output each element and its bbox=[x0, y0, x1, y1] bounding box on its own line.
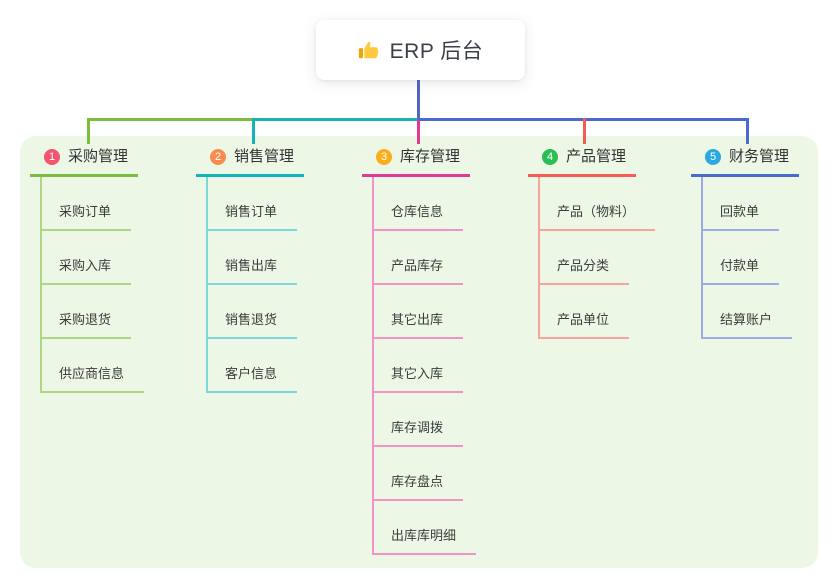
branch-sales-items: 销售订单 销售出库 销售退货 客户信息 bbox=[206, 177, 298, 393]
branch-label: 产品管理 bbox=[566, 148, 627, 165]
tree-node[interactable]: 其它入库 bbox=[374, 339, 464, 393]
branch-number-badge: 5 bbox=[705, 148, 721, 165]
tree-node-label: 结算账户 bbox=[720, 312, 773, 327]
connector-horizontal-branch-2 bbox=[253, 118, 418, 121]
tree-node[interactable]: 结算账户 bbox=[703, 285, 793, 339]
branch-inventory-items: 仓库信息 产品库存 其它出库 其它入库 库存调拨 库存盘点 出库库明细 bbox=[372, 177, 477, 555]
tree-node[interactable]: 产品单位 bbox=[540, 285, 630, 339]
tree-node-label: 其它入库 bbox=[391, 366, 444, 381]
tree-node[interactable]: 销售出库 bbox=[208, 231, 298, 285]
branch-label: 销售管理 bbox=[234, 148, 295, 165]
tree-node[interactable]: 其它出库 bbox=[374, 285, 464, 339]
connector-drop-branch-2 bbox=[252, 118, 255, 144]
tree-node[interactable]: 产品（物料） bbox=[540, 177, 656, 231]
tree-node[interactable]: 供应商信息 bbox=[42, 339, 145, 393]
tree-node-label: 回款单 bbox=[720, 204, 760, 219]
branch-label: 库存管理 bbox=[400, 148, 461, 165]
tree-node-label: 采购入库 bbox=[59, 258, 112, 273]
tree-node[interactable]: 仓库信息 bbox=[374, 177, 464, 231]
connector-drop-branch-4 bbox=[583, 118, 586, 144]
tree-node-label: 产品（物料） bbox=[557, 204, 636, 219]
tree-node[interactable]: 出库库明细 bbox=[374, 501, 477, 555]
tree-node-label: 产品分类 bbox=[557, 258, 610, 273]
connector-drop-branch-1 bbox=[87, 118, 90, 144]
branch-inventory-header[interactable]: 3 库存管理 bbox=[362, 146, 471, 177]
branch-finance: 5 财务管理 回款单 付款单 结算账户 bbox=[691, 146, 800, 339]
tree-node-label: 采购订单 bbox=[59, 204, 112, 219]
tree-node-label: 付款单 bbox=[720, 258, 760, 273]
tree-node-label: 供应商信息 bbox=[59, 366, 125, 381]
branch-purchase-header[interactable]: 1 采购管理 bbox=[30, 146, 139, 177]
branch-number-badge: 1 bbox=[44, 148, 60, 165]
tree-node-label: 产品库存 bbox=[391, 258, 444, 273]
tree-node-label: 库存盘点 bbox=[391, 474, 444, 489]
tree-node-label: 客户信息 bbox=[225, 366, 278, 381]
tree-node[interactable]: 产品库存 bbox=[374, 231, 464, 285]
branch-number-badge: 2 bbox=[210, 148, 226, 165]
branch-finance-header[interactable]: 5 财务管理 bbox=[691, 146, 800, 177]
connector-drop-branch-5 bbox=[746, 118, 749, 144]
tree-node-label: 仓库信息 bbox=[391, 204, 444, 219]
root-connector-line bbox=[417, 80, 420, 118]
tree-node-label: 其它出库 bbox=[391, 312, 444, 327]
connector-horizontal-branch-1 bbox=[87, 118, 253, 121]
tree-node[interactable]: 采购入库 bbox=[42, 231, 132, 285]
tree-node[interactable]: 回款单 bbox=[703, 177, 780, 231]
branch-label: 财务管理 bbox=[729, 148, 790, 165]
connector-drop-branch-3 bbox=[417, 120, 420, 144]
tree-node[interactable]: 库存盘点 bbox=[374, 447, 464, 501]
tree-node[interactable]: 采购订单 bbox=[42, 177, 132, 231]
tree-node[interactable]: 付款单 bbox=[703, 231, 780, 285]
branch-number-badge: 3 bbox=[376, 148, 392, 165]
branch-inventory: 3 库存管理 仓库信息 产品库存 其它出库 其它入库 库存调拨 库存盘点 出库库… bbox=[362, 146, 477, 555]
branch-finance-items: 回款单 付款单 结算账户 bbox=[701, 177, 793, 339]
tree-node-label: 销售退货 bbox=[225, 312, 278, 327]
tree-node[interactable]: 产品分类 bbox=[540, 231, 630, 285]
tree-node[interactable]: 采购退货 bbox=[42, 285, 132, 339]
branch-product: 4 产品管理 产品（物料） 产品分类 产品单位 bbox=[528, 146, 656, 339]
root-node-title: ERP 后台 bbox=[389, 40, 484, 63]
tree-node[interactable]: 库存调拨 bbox=[374, 393, 464, 447]
tree-node-label: 销售订单 bbox=[225, 204, 278, 219]
tree-node[interactable]: 客户信息 bbox=[208, 339, 298, 393]
mindmap-panel bbox=[20, 136, 818, 568]
tree-node-label: 产品单位 bbox=[557, 312, 610, 327]
branch-label: 采购管理 bbox=[68, 148, 129, 165]
root-node[interactable]: ERP 后台 bbox=[316, 20, 525, 80]
tree-node[interactable]: 销售退货 bbox=[208, 285, 298, 339]
branch-purchase: 1 采购管理 采购订单 采购入库 采购退货 供应商信息 bbox=[30, 146, 145, 393]
branch-product-items: 产品（物料） 产品分类 产品单位 bbox=[538, 177, 656, 339]
tree-node-label: 采购退货 bbox=[59, 312, 112, 327]
tree-node-label: 库存调拨 bbox=[391, 420, 444, 435]
branch-sales: 2 销售管理 销售订单 销售出库 销售退货 客户信息 bbox=[196, 146, 305, 393]
tree-node[interactable]: 销售订单 bbox=[208, 177, 298, 231]
branch-purchase-items: 采购订单 采购入库 采购退货 供应商信息 bbox=[40, 177, 145, 393]
branch-number-badge: 4 bbox=[542, 148, 558, 165]
tree-node-label: 出库库明细 bbox=[391, 528, 457, 543]
branch-sales-header[interactable]: 2 销售管理 bbox=[196, 146, 305, 177]
branch-product-header[interactable]: 4 产品管理 bbox=[528, 146, 637, 177]
thumbs-up-icon bbox=[358, 39, 380, 61]
tree-node-label: 销售出库 bbox=[225, 258, 278, 273]
